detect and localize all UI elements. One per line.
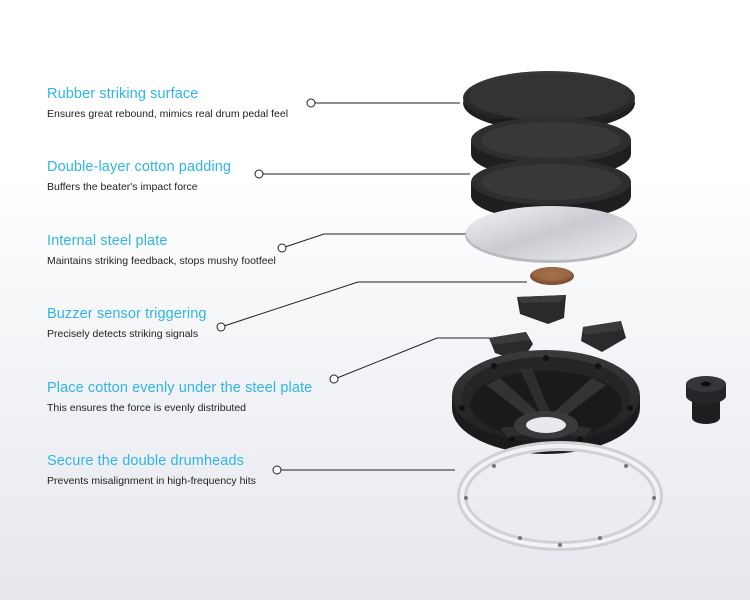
callout-title: Rubber striking surface xyxy=(47,86,199,102)
callout-title: Place cotton evenly under the steel plat… xyxy=(47,380,313,396)
callout-buzzer-sensor: Buzzer sensor triggering Precisely detec… xyxy=(47,305,207,341)
metal-retaining-ring xyxy=(457,441,663,551)
callout-cotton-padding: Double-layer cotton padding Buffers the … xyxy=(47,158,231,194)
leader-line-5 xyxy=(329,337,492,384)
callout-desc: This ensures the force is evenly distrib… xyxy=(47,402,247,414)
leader-lines xyxy=(216,98,527,475)
buzzer-sensor xyxy=(530,267,574,285)
rubber-foot xyxy=(686,376,726,424)
callout-rubber-striking-surface: Rubber striking surface Ensures great re… xyxy=(47,85,288,121)
leader-line-4 xyxy=(216,281,527,332)
callout-title: Buzzer sensor triggering xyxy=(47,306,207,322)
leader-line-6 xyxy=(272,465,455,475)
leader-line-1 xyxy=(306,98,460,108)
callout-title: Internal steel plate xyxy=(47,233,168,249)
cotton-block-right xyxy=(581,321,626,352)
cotton-block-center xyxy=(517,295,566,324)
callout-desc: Maintains striking feedback, stops mushy… xyxy=(47,255,276,267)
rubber-striking-pad xyxy=(463,71,635,131)
leader-line-2 xyxy=(254,169,470,179)
callout-title: Double-layer cotton padding xyxy=(47,159,232,175)
callout-desc: Buffers the beater's impact force xyxy=(47,181,198,193)
callout-double-drumheads: Secure the double drumheads Prevents mis… xyxy=(47,452,256,488)
callout-title: Secure the double drumheads xyxy=(47,453,244,469)
callout-steel-plate: Internal steel plate Maintains striking … xyxy=(47,232,276,268)
leader-line-3 xyxy=(277,233,468,253)
callout-desc: Prevents misalignment in high-frequency … xyxy=(47,475,256,487)
steel-plate xyxy=(465,206,637,263)
callout-desc: Ensures great rebound, mimics real drum … xyxy=(47,108,289,120)
callout-cotton-under-plate: Place cotton evenly under the steel plat… xyxy=(47,379,312,415)
drum-base-shell xyxy=(452,350,640,454)
callout-desc: Precisely detects striking signals xyxy=(47,328,199,340)
